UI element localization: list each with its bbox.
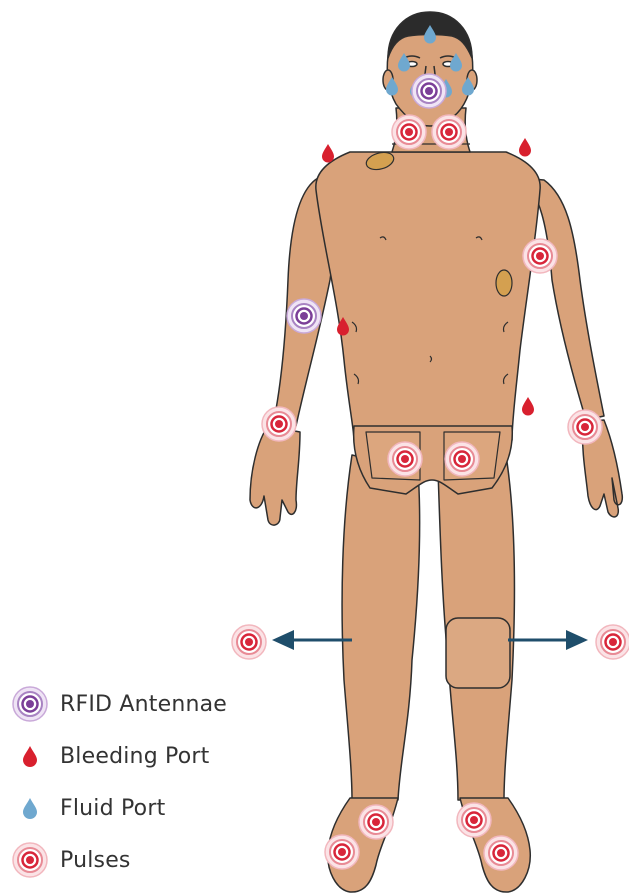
pulse-posterior-tibial-right	[457, 803, 491, 837]
pulse-carotid-left	[392, 115, 426, 149]
legend-row-pulses: Pulses	[8, 838, 268, 882]
pulse-femoral-right	[445, 442, 479, 476]
pulse-posterior-tibial-left	[359, 805, 393, 839]
pulse-radial-right	[568, 410, 602, 444]
pulse-target-icon	[8, 838, 60, 882]
pulse-popliteal-right	[596, 625, 629, 659]
legend-row-fluid: Fluid Port	[8, 786, 268, 830]
bleeding-port-left-shoulder	[322, 144, 334, 163]
sensor-pad-chest	[496, 270, 512, 296]
arrow-right-head	[566, 630, 588, 650]
rfid-antenna-icon	[8, 682, 60, 726]
popliteal-arrows	[272, 630, 588, 650]
pulse-popliteal-left	[232, 625, 266, 659]
legend-label-fluid: Fluid Port	[60, 796, 165, 821]
pulse-dorsalis-pedis-right	[484, 836, 518, 870]
pulse-dorsalis-pedis-left	[325, 835, 359, 869]
bleeding-port-right-shoulder	[519, 138, 531, 157]
water-drop-icon	[8, 786, 60, 830]
bleeding-port-right-hip	[522, 397, 534, 416]
blood-drop-icon	[8, 734, 60, 778]
legend-row-rfid: RFID Antennae	[8, 682, 268, 726]
rfid-antenna-left-arm	[287, 299, 321, 333]
legend-label-bleeding: Bleeding Port	[60, 744, 209, 769]
legend-row-bleeding: Bleeding Port	[8, 734, 268, 778]
pulse-femoral-left	[388, 442, 422, 476]
pulse-radial-left	[262, 407, 296, 441]
legend-label-pulses: Pulses	[60, 848, 131, 873]
left-leg	[342, 455, 420, 800]
legend-label-rfid: RFID Antennae	[60, 692, 227, 717]
pulse-carotid-right	[432, 115, 466, 149]
rfid-antenna-mouth	[412, 74, 446, 108]
pulse-brachial-right	[523, 239, 557, 273]
knee-pad	[446, 618, 510, 688]
arrow-left-head	[272, 630, 294, 650]
